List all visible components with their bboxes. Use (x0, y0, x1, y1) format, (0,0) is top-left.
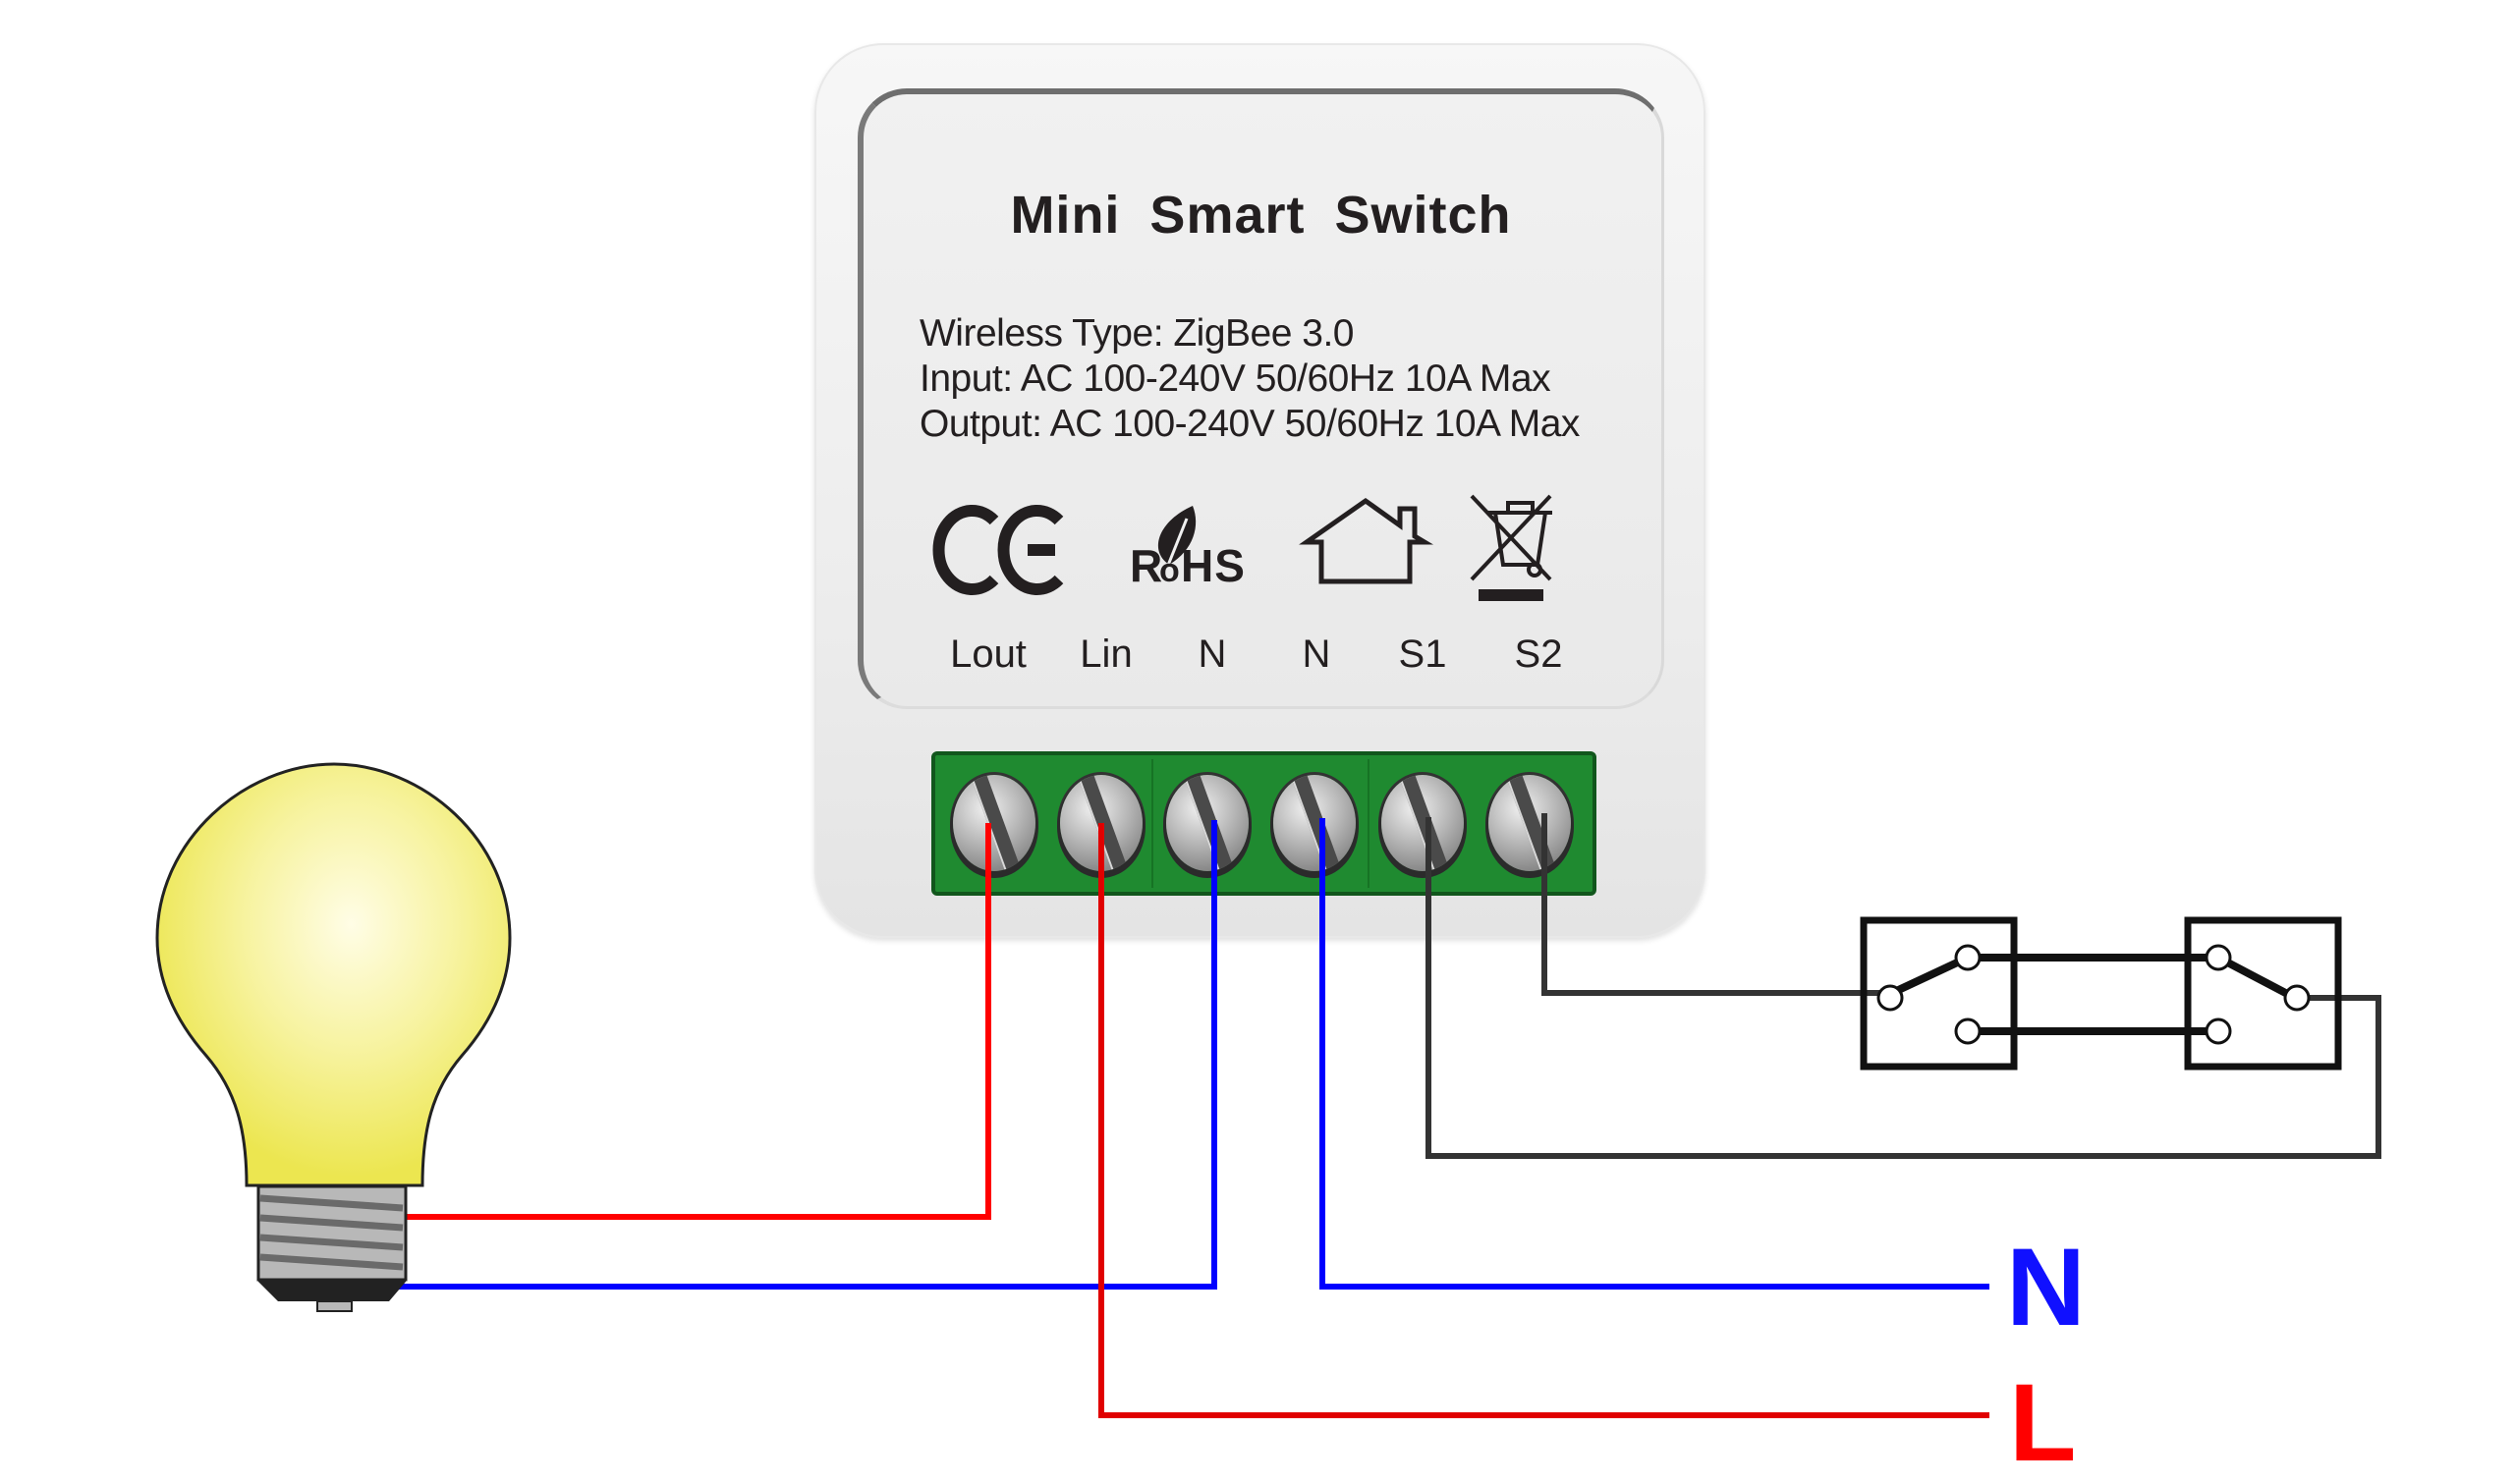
terminal-label-n1: N (1198, 632, 1227, 676)
spec-wireless-type: Wireless Type: ZigBee 3.0 (920, 312, 1354, 355)
terminal-screw-n1 (1166, 775, 1249, 871)
switch-2-contact-b (2205, 1017, 2232, 1045)
two-way-switch-1 (1860, 916, 2018, 1071)
terminal-label-s2: S2 (1514, 632, 1563, 676)
ce-mark-icon (932, 505, 1064, 595)
switch-1-contact-a (1954, 944, 1982, 971)
indoor-use-house-icon (1299, 497, 1434, 584)
svg-text:HS: HS (1181, 540, 1246, 591)
terminal-divider (1151, 759, 1153, 888)
svg-text:R: R (1130, 540, 1163, 591)
terminal-label-n2: N (1302, 632, 1331, 676)
wire-s2-to-switch-1 (1541, 813, 1892, 996)
terminal-label-lout: Lout (950, 632, 1027, 676)
switch-2-common-contact (2283, 984, 2311, 1012)
terminal-block (931, 751, 1596, 896)
mains-live-label: L (2009, 1361, 2077, 1484)
wire-lout-to-bulb (405, 823, 991, 1220)
switch-2-contact-a (2205, 944, 2232, 971)
terminal-label-lin: Lin (1080, 632, 1133, 676)
rohs-icon: R o HS (1130, 506, 1246, 591)
terminal-screw-s2 (1488, 775, 1571, 871)
light-bulb-icon (155, 762, 512, 1312)
switch-1-common-contact (1876, 984, 1904, 1012)
wire-neutral-to-mains (1319, 818, 1989, 1290)
terminal-screw-s1 (1381, 775, 1464, 871)
terminal-label-s1: S1 (1398, 632, 1447, 676)
terminal-screw-lout (953, 775, 1035, 871)
terminal-screw-n2 (1273, 775, 1356, 871)
wire-s1-to-switch-2 (1425, 817, 2381, 1159)
spec-output: Output: AC 100-240V 50/60Hz 10A Max (920, 403, 1580, 445)
two-way-switch-2 (2184, 916, 2342, 1071)
mains-neutral-label: N (2006, 1226, 2086, 1348)
spec-input: Input: AC 100-240V 50/60Hz 10A Max (920, 357, 1551, 400)
weee-crossed-bin-icon (1470, 494, 1552, 601)
device-title: Mini Smart Switch (1010, 186, 1512, 245)
terminal-divider (1368, 759, 1369, 888)
device-label-panel (858, 88, 1664, 709)
switch-1-contact-b (1954, 1017, 1982, 1045)
wire-lin-to-live (1098, 823, 1989, 1418)
svg-text:o: o (1159, 552, 1180, 589)
wire-neutral-to-bulb (391, 820, 1217, 1290)
